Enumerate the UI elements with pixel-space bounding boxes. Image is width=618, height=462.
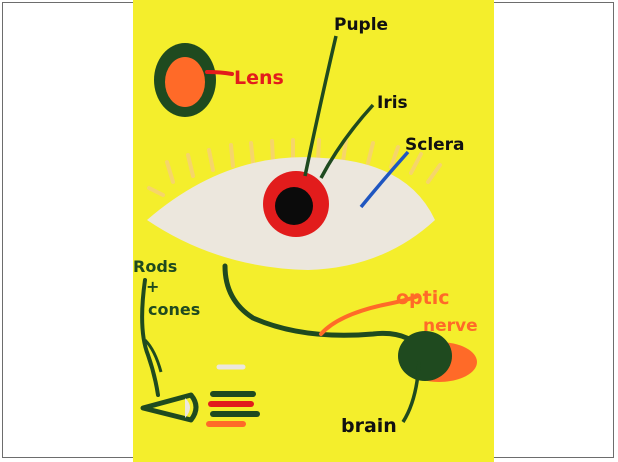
pupil-disc [275, 187, 313, 225]
sclera-label: Sclera [405, 135, 465, 155]
plus-label: + [146, 277, 159, 296]
brain-label: brain [341, 415, 397, 437]
eye-diagram-drawing: Lens Puple Iris Sc [133, 0, 494, 462]
lens-label: Lens [234, 67, 284, 89]
iris-label: Iris [377, 93, 408, 113]
pupil-label: Puple [334, 15, 388, 35]
optic-label: optic [396, 287, 450, 309]
rods-label: Rods [133, 257, 177, 276]
cones-label: cones [148, 300, 200, 319]
